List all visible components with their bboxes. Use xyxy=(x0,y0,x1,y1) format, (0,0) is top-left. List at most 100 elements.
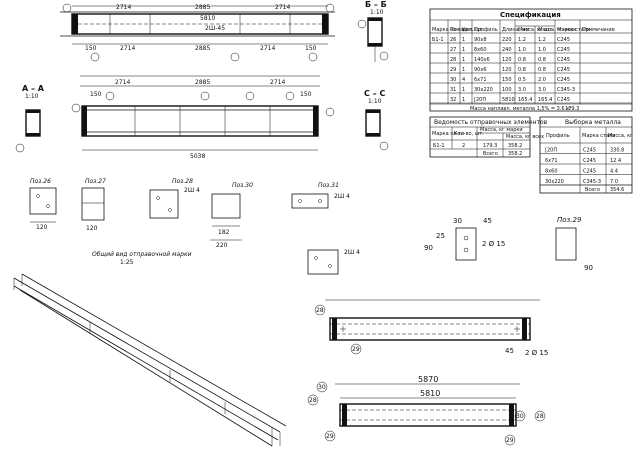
spec-cell: 6x71 xyxy=(474,77,487,83)
spec-cell: [20П xyxy=(474,97,486,103)
poz30-label: Поз.30 xyxy=(232,182,253,189)
top-plan-view: 2714 2885 2714 2714 2885 2714 150 150 58… xyxy=(60,3,335,62)
metal-cell: С245 xyxy=(583,158,596,164)
metal-cell: 7.0 xyxy=(610,179,618,185)
mark-r2: 179.3 xyxy=(483,143,497,149)
section-cc: С – С 1:10 xyxy=(364,89,389,151)
spec-cell: 1 xyxy=(462,67,465,73)
poz31-label: Поз.31 xyxy=(318,182,339,189)
spec-cell: С245 xyxy=(557,47,570,53)
spec-cell: 100 xyxy=(502,87,512,93)
poz26-label: Поз.26 xyxy=(30,178,51,185)
spec-cell: 3.0 xyxy=(518,87,526,93)
poz29-d30: 30 xyxy=(453,217,462,225)
detail-poz31-b: 2Ш 4 xyxy=(307,249,360,275)
section-aa: А – А 1:10 xyxy=(15,84,45,153)
spec-cell: 1.2 xyxy=(538,37,546,43)
spec-cell: 8x60 xyxy=(474,47,487,53)
spec-cell: С245 xyxy=(557,57,570,63)
front-overall: 5038 xyxy=(190,153,205,160)
spec-cell: 1.0 xyxy=(518,47,526,53)
top-dim-bottom-left: 2714 xyxy=(120,45,135,52)
detail-poz31: Поз.31 2Ш 4 xyxy=(291,182,350,209)
metal-cell: С245 xyxy=(583,148,596,154)
front-elevation-view: 2714 2885 2714 150 150 5038 xyxy=(71,75,335,160)
mark-total-value: 358.2 xyxy=(508,151,522,157)
top-length: 5810 xyxy=(200,15,215,22)
spec-cell: 1.0 xyxy=(538,47,546,53)
spec-header-cell: Марка эл-та xyxy=(432,27,464,33)
metal-cell: [20П xyxy=(545,148,557,154)
poz29-label: Поз.29 xyxy=(557,216,582,224)
top-dim-bottom-right: 2714 xyxy=(260,45,275,52)
spec-cell: С245 xyxy=(557,77,570,83)
metal-cell: 8x60 xyxy=(545,169,558,175)
spec-header-cell: Кол. шт. xyxy=(462,27,484,33)
spec-cell: 0.5 xyxy=(518,77,526,83)
top-dim-150-r: 150 xyxy=(305,45,317,52)
poz30-dim-2: 220 xyxy=(216,242,228,249)
metal-h2: Масса, кг xyxy=(608,133,633,139)
poz29-d90: 90 xyxy=(424,244,433,252)
section-aa-title: А – А xyxy=(22,84,45,93)
spec-header-cell: Длина, мм xyxy=(502,27,530,33)
b2-right-0: 30 xyxy=(516,413,524,420)
spec-footer-total: 179.3 xyxy=(565,106,579,112)
metal-cell: 12.4 xyxy=(610,158,621,164)
spec-footer: Масса наплавл. металла 1,5% = 3.6 кг xyxy=(470,106,572,112)
spec-cell: 1 xyxy=(462,47,465,53)
mark-h0: Марка эл-та xyxy=(432,131,464,137)
spec-cell: С345-3 xyxy=(557,87,575,93)
top-weld: 2Ш-45 xyxy=(205,25,225,32)
spec-cell: 31 xyxy=(450,87,456,93)
spec-cell: 0.8 xyxy=(538,57,546,63)
front-dim-150-l: 150 xyxy=(90,91,102,98)
front-dim-right: 2714 xyxy=(270,79,285,86)
spec-cell: 140x6 xyxy=(474,57,490,63)
mark-table: Ведомость отправочных элементов Марка эл… xyxy=(429,116,548,158)
front-dim-mid: 2885 xyxy=(195,79,210,86)
b2-right-1: 28 xyxy=(536,413,544,420)
spec-cell: 1.2 xyxy=(518,37,526,43)
metal-title: Выборка металла xyxy=(565,119,621,126)
spec-cell: 150 xyxy=(502,77,512,83)
spec-header-cell: Примечание xyxy=(582,27,615,33)
mark-h1: Кол-во, шт. xyxy=(454,131,484,137)
detail-poz28: Поз.28 2Ш 4 xyxy=(149,178,200,219)
spec-cell: 1 xyxy=(462,97,465,103)
section-bb-scale: 1:10 xyxy=(370,9,384,16)
metal-cell: 330.8 xyxy=(610,148,624,154)
front-dim-150-r: 150 xyxy=(300,91,312,98)
spec-cell: 28 xyxy=(450,57,456,63)
poz27-label: Поз.27 xyxy=(85,178,106,185)
spec-cell: 0.8 xyxy=(518,67,526,73)
top-dim-mid: 2885 xyxy=(195,4,210,11)
detail-poz29: 30 45 90 25 2 Ø 15 Поз.29 90 xyxy=(424,216,593,272)
section-bb-title: Б – Б xyxy=(365,0,387,9)
poz30-dim: 182 xyxy=(218,229,230,236)
metal-cell: 30x220 xyxy=(545,179,564,185)
spec-cell: 1 xyxy=(462,37,465,43)
spec-header-cell: Масса, кг всех xyxy=(538,27,576,33)
section-aa-scale: 1:10 xyxy=(25,93,39,100)
top-dim-bottom-mid: 2885 xyxy=(195,45,210,52)
b1-left-label: 28 xyxy=(316,307,324,314)
spec-cell: 0.8 xyxy=(538,67,546,73)
bottom-beam-2: 5870 5810 28 30 29 30 28 29 xyxy=(307,375,546,446)
b1-right-label: 29 xyxy=(352,346,360,353)
spec-cell: 30x220 xyxy=(474,87,493,93)
spec-cell: 120 xyxy=(502,57,512,63)
spec-header-cell: Поз. дет. xyxy=(450,27,474,33)
metal-cell: С345-3 xyxy=(583,179,601,185)
poz28-label: Поз.28 xyxy=(172,178,193,185)
spec-cell: 4 xyxy=(462,77,465,83)
metal-cell: С245 xyxy=(583,169,596,175)
section-cc-title: С – С xyxy=(364,89,385,98)
iso-scale: 1:25 xyxy=(120,259,134,266)
spec-cell: 1 xyxy=(462,87,465,93)
spec-cell: 26 xyxy=(450,37,456,43)
detail-poz30: Поз.30 182 220 xyxy=(210,182,253,249)
top-dim-right: 2714 xyxy=(275,4,290,11)
mark-r0: Б1-1 xyxy=(433,143,445,149)
